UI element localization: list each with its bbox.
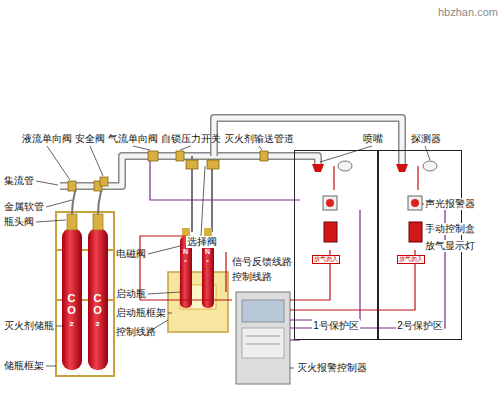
part-label: 灭火剂储瓶 [4,320,54,332]
part-label: 灭火剂输送管道 [224,133,294,145]
leader-lines [36,146,430,368]
part-label: 灭火报警控制器 [296,362,368,374]
signal-label: 信号反馈线路 [231,256,293,268]
part-label: 金属软管 [4,201,44,213]
part-label: 启动瓶框架 [116,307,166,319]
storage-frame [56,212,114,376]
part-label: 探测器 [410,133,442,145]
cylinder-marking: CO₂ [92,292,103,328]
part-label: 手动控制盒 [424,223,476,235]
zone-devices [312,161,437,242]
alarm-controller [236,292,290,384]
control-wires [140,161,445,340]
signal-label: 控制线路 [116,326,156,338]
watermark: hbzhan.com [438,6,498,19]
start-bottle-frame [168,272,228,332]
part-label: 选择阀 [186,236,218,248]
part-label: 声光报警器 [424,198,476,210]
part-label: 集流管 [4,175,34,187]
valves [68,151,268,191]
part-label: 气流单向阀 [108,133,158,145]
part-label: 安全阀 [75,133,105,145]
signal-label: 控制线路 [231,271,273,283]
part-label: 放气显示灯 [424,240,476,252]
part-label: 自锁压力开关 [161,133,221,145]
cylinder-marking: N₂ [204,248,211,263]
zone-label: 1号保护区 [312,319,360,333]
cylinder-marking: N₂ [182,248,189,263]
warning-sign: 放气勿入 [397,255,425,264]
part-label: 瓶头阀 [4,216,34,228]
part-label: 喷嘴 [362,133,384,145]
part-label: 启动瓶 [116,288,146,300]
zone-box: 1号保护区 [294,150,378,340]
storage-cylinders [62,188,108,370]
part-label: 电磁阀 [116,248,146,260]
part-label: 液流单向阀 [22,133,72,145]
pipe-network [60,118,402,232]
zone-label: 2号保护区 [396,319,444,333]
part-label: 储瓶框架 [4,360,44,372]
cylinder-marking: CO₂ [66,292,77,328]
warning-sign: 放气勿入 [312,255,340,264]
